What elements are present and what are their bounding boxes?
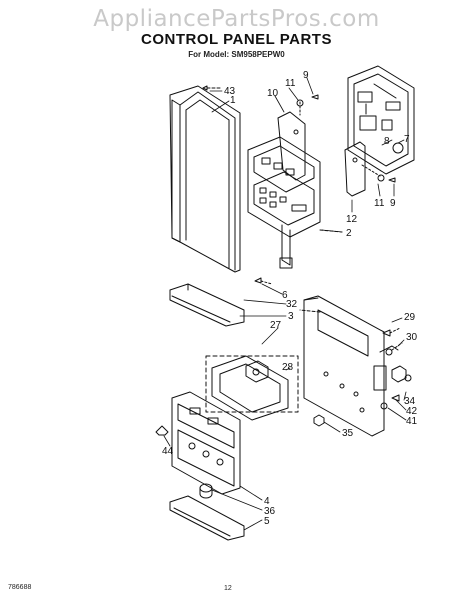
callout-34: 34 xyxy=(404,396,416,407)
callout-12: 12 xyxy=(346,214,358,225)
model-line: For Model: SM958PEPW0 xyxy=(188,50,285,59)
callout-42: 42 xyxy=(406,406,418,417)
part-bracket-12 xyxy=(344,141,396,197)
part-knob-36 xyxy=(199,483,213,499)
callout-8: 8 xyxy=(384,136,390,147)
callout-9-top: 9 xyxy=(303,70,309,81)
callouts: 43 1 11 9 10 8 7 12 11 9 2 6 32 3 27 29 … xyxy=(162,70,418,527)
page-title: CONTROL PANEL PARTS xyxy=(141,31,332,48)
callout-7: 7 xyxy=(404,134,410,145)
subassembly-box xyxy=(205,355,299,421)
part-clip-44 xyxy=(155,425,169,436)
callout-11-top: 11 xyxy=(285,78,296,89)
part-bottom-trim xyxy=(169,495,245,541)
callout-9-bottom: 9 xyxy=(390,198,396,209)
part-control-board xyxy=(347,65,415,175)
callout-28: 28 xyxy=(282,362,294,373)
callout-27: 27 xyxy=(270,320,282,331)
part-side-panel xyxy=(169,85,241,273)
callout-10: 10 xyxy=(267,88,279,99)
page-number: 12 xyxy=(224,585,232,592)
callout-6: 6 xyxy=(282,290,288,301)
callout-36: 36 xyxy=(264,506,276,517)
leader-lines xyxy=(163,77,407,531)
part-rear-panel xyxy=(299,295,407,437)
callout-1: 1 xyxy=(230,95,236,106)
part-nut-35 xyxy=(313,414,325,427)
part-bracket-10 xyxy=(277,101,306,181)
callout-4: 4 xyxy=(264,496,270,507)
part-front-panel xyxy=(171,391,241,495)
callout-29: 29 xyxy=(404,312,416,323)
callout-35: 35 xyxy=(342,428,354,439)
callout-41: 41 xyxy=(406,416,418,427)
part-screw-43 xyxy=(202,85,223,91)
part-screw-6 xyxy=(254,277,273,285)
callout-11-bottom: 11 xyxy=(374,198,385,209)
callout-30: 30 xyxy=(406,332,418,343)
part-trim-strip xyxy=(169,283,245,327)
callout-44: 44 xyxy=(162,446,174,457)
doc-number: 786688 xyxy=(8,584,32,591)
callout-32: 32 xyxy=(286,299,298,310)
part-hardware-right xyxy=(380,327,412,410)
callout-3: 3 xyxy=(288,311,294,322)
callout-5: 5 xyxy=(264,516,270,527)
part-touch-pad xyxy=(247,136,343,269)
callout-2: 2 xyxy=(346,228,352,239)
callout-43: 43 xyxy=(224,86,236,97)
watermark: AppliancePartsPros.com xyxy=(93,6,380,32)
part-hardware-top xyxy=(296,94,319,107)
